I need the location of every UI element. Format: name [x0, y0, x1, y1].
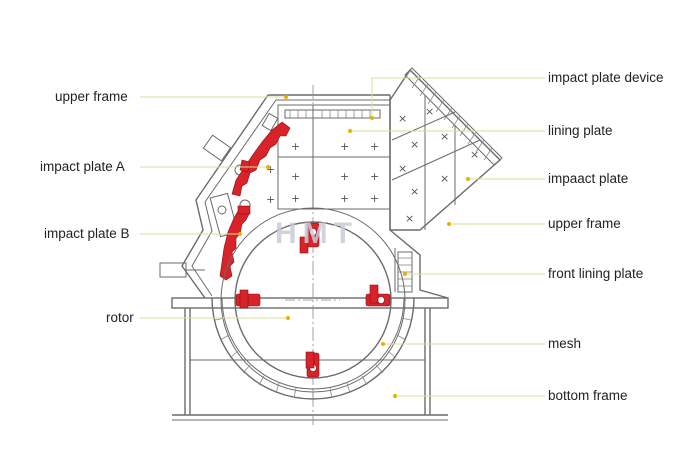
- svg-text:×: ×: [425, 105, 434, 118]
- label-upper-frame-right: upper frame: [548, 216, 621, 231]
- svg-text:+: +: [370, 170, 379, 183]
- svg-text:×: ×: [470, 148, 479, 161]
- svg-text:+: +: [266, 163, 275, 176]
- liner-crosses: + + + + + + + + + + +: [266, 140, 379, 206]
- left-adjuster-drawing: [159, 112, 279, 278]
- label-impact-plate-a: impact plate A: [40, 159, 125, 174]
- label-front-lining-plate: front lining plate: [548, 266, 643, 281]
- impact-plate-device-drawing: ×× ×× ×× ×× ×: [389, 67, 503, 293]
- leader-lines: [140, 77, 545, 398]
- impact-plate-b-drawing: [219, 205, 251, 281]
- svg-text:+: +: [370, 192, 379, 205]
- svg-text:+: +: [291, 170, 300, 183]
- svg-text:+: +: [340, 192, 349, 205]
- label-mesh: mesh: [548, 336, 581, 351]
- label-impact-plate-device: impact plate device: [548, 70, 664, 85]
- svg-text:+: +: [340, 140, 349, 153]
- svg-text:×: ×: [398, 112, 407, 125]
- svg-text:×: ×: [440, 130, 449, 143]
- svg-text:+: +: [266, 193, 275, 206]
- impact-plate-a-drawing: [231, 121, 291, 197]
- svg-text:+: +: [370, 140, 379, 153]
- svg-text:×: ×: [440, 172, 449, 185]
- svg-text:×: ×: [410, 138, 419, 151]
- label-lining-plate: lining plate: [548, 123, 613, 138]
- watermark: HMT: [275, 217, 358, 250]
- rotor-blow-bars: [235, 222, 391, 378]
- label-bottom-frame: bottom frame: [548, 388, 628, 403]
- labels: upper frame impact plate A impact plate …: [40, 70, 664, 403]
- label-upper-frame-left: upper frame: [55, 89, 128, 104]
- label-impaact-plate: impaact plate: [548, 171, 628, 186]
- rotor-drawing: [211, 207, 415, 400]
- svg-text:×: ×: [398, 162, 407, 175]
- svg-text:×: ×: [405, 212, 414, 225]
- label-impact-plate-b: impact plate B: [44, 226, 130, 241]
- label-rotor: rotor: [106, 310, 134, 325]
- bottom-frame-drawing: [171, 297, 449, 421]
- svg-text:×: ×: [410, 185, 419, 198]
- svg-text:+: +: [340, 170, 349, 183]
- svg-text:+: +: [291, 192, 300, 205]
- svg-text:+: +: [291, 140, 300, 153]
